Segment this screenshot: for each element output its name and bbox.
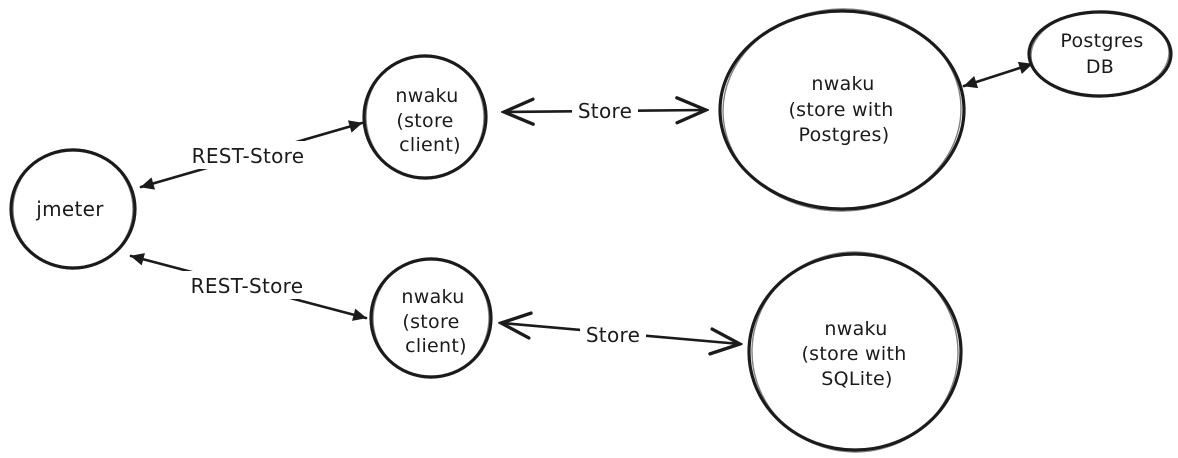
- node-store-client-bottom: nwaku (store client): [369, 257, 493, 379]
- node-jmeter: jmeter: [9, 148, 137, 270]
- node-jmeter-shape: [9, 148, 137, 270]
- node-jmeter-label: jmeter: [35, 197, 104, 221]
- node-store-client-bottom-sketch-stroke: [372, 257, 490, 379]
- node-store-postgres-sketch-stroke: [722, 8, 962, 212]
- node-store-sqlite-sketch-stroke: [751, 251, 959, 453]
- node-postgres-db-sketch-stroke: [1030, 10, 1170, 98]
- node-postgres-db: Postgres DB: [1027, 10, 1173, 98]
- node-store-client-bottom-label-line2: (store: [402, 311, 459, 333]
- edge-store-top-label-bg: [572, 96, 638, 124]
- edge-rest-store-bottom-label-bg: [182, 271, 312, 299]
- node-store-client-bottom-label-line1: nwaku: [401, 286, 464, 308]
- node-store-client-top-label-line1: nwaku: [395, 85, 458, 107]
- node-store-client-top-sketch-stroke: [365, 54, 485, 180]
- node-store-sqlite-label-line3: SQLite): [821, 368, 893, 390]
- edge-store-bottom: Store: [501, 320, 740, 348]
- node-store-client-top: nwaku (store client): [362, 54, 488, 180]
- node-store-sqlite-shape: [747, 252, 963, 452]
- node-store-sqlite-label-line2: (store with: [801, 343, 906, 365]
- edge-rest-store-top-label: REST-Store: [192, 144, 305, 168]
- node-store-client-top-label-line3: client): [399, 134, 461, 156]
- node-postgres-db-label-line2: DB: [1086, 56, 1114, 78]
- node-store-postgres-shape: [718, 9, 966, 211]
- node-postgres-db-label-line1: Postgres: [1060, 30, 1143, 52]
- node-store-client-top-label-line2: (store: [396, 110, 453, 132]
- node-store-postgres-label-line3: Postgres): [799, 124, 890, 146]
- node-store-client-bottom-label-line3: client): [405, 335, 467, 357]
- edge-store-top: Store: [504, 96, 706, 124]
- node-store-sqlite-label-line1: nwaku: [824, 318, 887, 340]
- edge-rest-store-bottom: REST-Store: [129, 253, 368, 321]
- node-store-sqlite: nwaku (store with SQLite): [747, 251, 963, 453]
- node-postgres-db-shape: [1027, 10, 1173, 98]
- edge-postgres-db-link-line: [962, 61, 1034, 89]
- edge-rest-store-top: REST-Store: [139, 120, 364, 190]
- node-store-client-top-shape: [362, 54, 488, 180]
- edge-store-bottom-label: Store: [586, 323, 640, 347]
- edge-postgres-db-link: [962, 61, 1034, 89]
- edge-rest-store-top-label-bg: [183, 141, 313, 169]
- node-store-client-bottom-shape: [369, 257, 493, 379]
- node-store-postgres: nwaku (store with Postgres): [718, 8, 966, 212]
- node-store-postgres-label-line1: nwaku: [811, 73, 874, 95]
- edge-store-top-label: Store: [578, 99, 632, 123]
- node-store-postgres-label-line2: (store with: [788, 99, 893, 121]
- edge-store-bottom-label-bg: [580, 320, 646, 348]
- node-jmeter-sketch-stroke: [12, 148, 134, 270]
- edge-rest-store-bottom-label: REST-Store: [191, 274, 304, 298]
